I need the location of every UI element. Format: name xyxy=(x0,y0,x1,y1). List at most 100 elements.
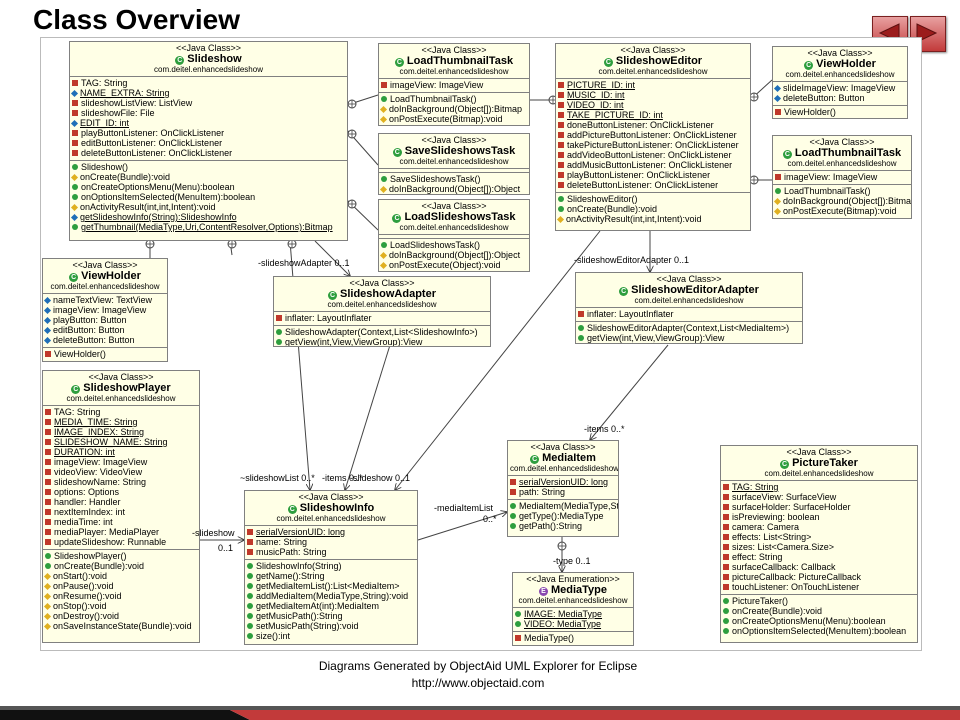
visibility-priv-icon xyxy=(723,484,729,490)
field-text: addPictureButtonListener: OnClickListene… xyxy=(567,130,737,140)
field-text: mediaPlayer: MediaPlayer xyxy=(54,527,160,537)
method-text: size():int xyxy=(256,631,291,641)
visibility-pub-icon xyxy=(510,523,516,529)
method-row: doInBackground(Object[]):Bitmap xyxy=(379,104,527,114)
visibility-prot-icon xyxy=(379,251,388,260)
visibility-prot-icon xyxy=(43,592,52,601)
field-row: camera: Camera xyxy=(723,522,915,532)
field-row: TAG: String xyxy=(45,407,197,417)
class-fields xyxy=(379,235,529,239)
method-text: getView(int,View,ViewGroup):View xyxy=(285,337,423,347)
method-text: onActivityResult(int,int,Intent):void xyxy=(566,214,702,224)
visibility-pub-icon xyxy=(247,623,253,629)
assoc-label-slideshoweditoradapter: -slideshowEditorAdapter 0..1 xyxy=(574,255,690,265)
field-row: handler: Handler xyxy=(45,497,197,507)
visibility-pub-icon xyxy=(515,611,521,617)
visibility-priv-icon xyxy=(72,150,78,156)
method-row: onActivityResult(int,int,Intent):void xyxy=(556,214,748,224)
field-text: addMusicButtonListener: OnClickListener xyxy=(567,160,733,170)
method-row: doInBackground(Object[]):Object xyxy=(379,184,527,194)
field-row: TAKE_PICTURE_ID: int xyxy=(558,110,748,120)
class-stereotype: <<Java Class>> xyxy=(175,43,242,53)
method-row: onCreate(Bundle):void xyxy=(558,204,748,214)
next-slide-button[interactable] xyxy=(910,16,946,52)
assoc-label-type: -type 0..1 xyxy=(553,556,591,566)
class-package: com.deitel.enhancedslideshow xyxy=(66,394,176,403)
method-row: onPostExecute(Object):void xyxy=(379,260,527,270)
field-text: nameTextView: TextView xyxy=(53,295,153,305)
visibility-priv-icon xyxy=(723,504,729,510)
method-row: ViewHolder() xyxy=(775,107,905,117)
field-text: effects: List<String> xyxy=(732,532,812,542)
field-text: TAKE_PICTURE_ID: int xyxy=(567,110,663,120)
class-stereotype: <<Java Class>> xyxy=(620,45,686,55)
method-row: getMusicPath():String xyxy=(247,611,415,621)
method-row: onStop():void xyxy=(43,601,197,611)
visibility-priv-icon xyxy=(381,82,387,88)
visibility-pkgv-icon xyxy=(43,306,52,315)
field-row: options: Options xyxy=(45,487,197,497)
visibility-priv-icon xyxy=(45,489,51,495)
field-text: VIDEO_ID: int xyxy=(567,100,624,110)
class-icon: C xyxy=(287,505,297,514)
class-stereotype: <<Java Class>> xyxy=(421,135,487,145)
footer-url[interactable]: http://www.objectaid.com xyxy=(411,676,545,690)
visibility-pub-icon xyxy=(723,598,729,604)
field-row: editButtonListener: OnClickListener xyxy=(72,138,345,148)
field-row: playButton: Button xyxy=(43,315,165,325)
field-row: deleteButtonListener: OnClickListener xyxy=(558,180,748,190)
field-row: imageView: ImageView xyxy=(381,80,527,90)
visibility-prot-icon xyxy=(43,622,52,631)
visibility-pkgv-icon xyxy=(70,89,79,98)
visibility-pub-icon xyxy=(723,608,729,614)
visibility-priv-icon xyxy=(72,130,78,136)
field-row: addMusicButtonListener: OnClickListener xyxy=(558,160,748,170)
method-row: onOptionsItemSelected(MenuItem):boolean xyxy=(72,192,345,202)
field-row: mediaPlayer: MediaPlayer xyxy=(45,527,197,537)
class-methods: SaveSlideshowsTask()doInBackground(Objec… xyxy=(379,173,529,194)
visibility-priv-icon xyxy=(723,544,729,550)
field-text: slideImageView: ImageView xyxy=(783,83,896,93)
method-text: onSaveInstanceState(Bundle):void xyxy=(53,621,192,631)
class-stereotype: <<Java Enumeration>> xyxy=(526,574,620,584)
assoc-label-slideshowlist: ~slideshowList 0..* xyxy=(240,473,315,483)
field-text: SLIDESHOW_NAME: String xyxy=(54,437,168,447)
method-row: getThumbnail(MediaType,Uri,ContentResolv… xyxy=(72,222,345,232)
class-methods: LoadThumbnailTask()doInBackground(Object… xyxy=(379,93,529,125)
class-package: com.deitel.enhancedslideshow xyxy=(276,514,386,523)
field-text: VIDEO: MediaType xyxy=(524,619,602,629)
field-row: addPictureButtonListener: OnClickListene… xyxy=(558,130,748,140)
enum-icon: E xyxy=(538,587,548,596)
field-text: surfaceView: SurfaceView xyxy=(732,492,837,502)
method-row: SaveSlideshowsTask() xyxy=(381,174,527,184)
visibility-priv-icon xyxy=(45,529,51,535)
method-text: getThumbnail(MediaType,Uri,ContentResolv… xyxy=(81,222,333,232)
method-row: Slideshow() xyxy=(72,162,345,172)
field-row: deleteButton: Button xyxy=(773,93,905,103)
method-text: onCreateOptionsMenu(Menu):boolean xyxy=(732,616,886,626)
slide-bottom-bar xyxy=(0,706,960,720)
method-text: onResume():void xyxy=(53,591,122,601)
